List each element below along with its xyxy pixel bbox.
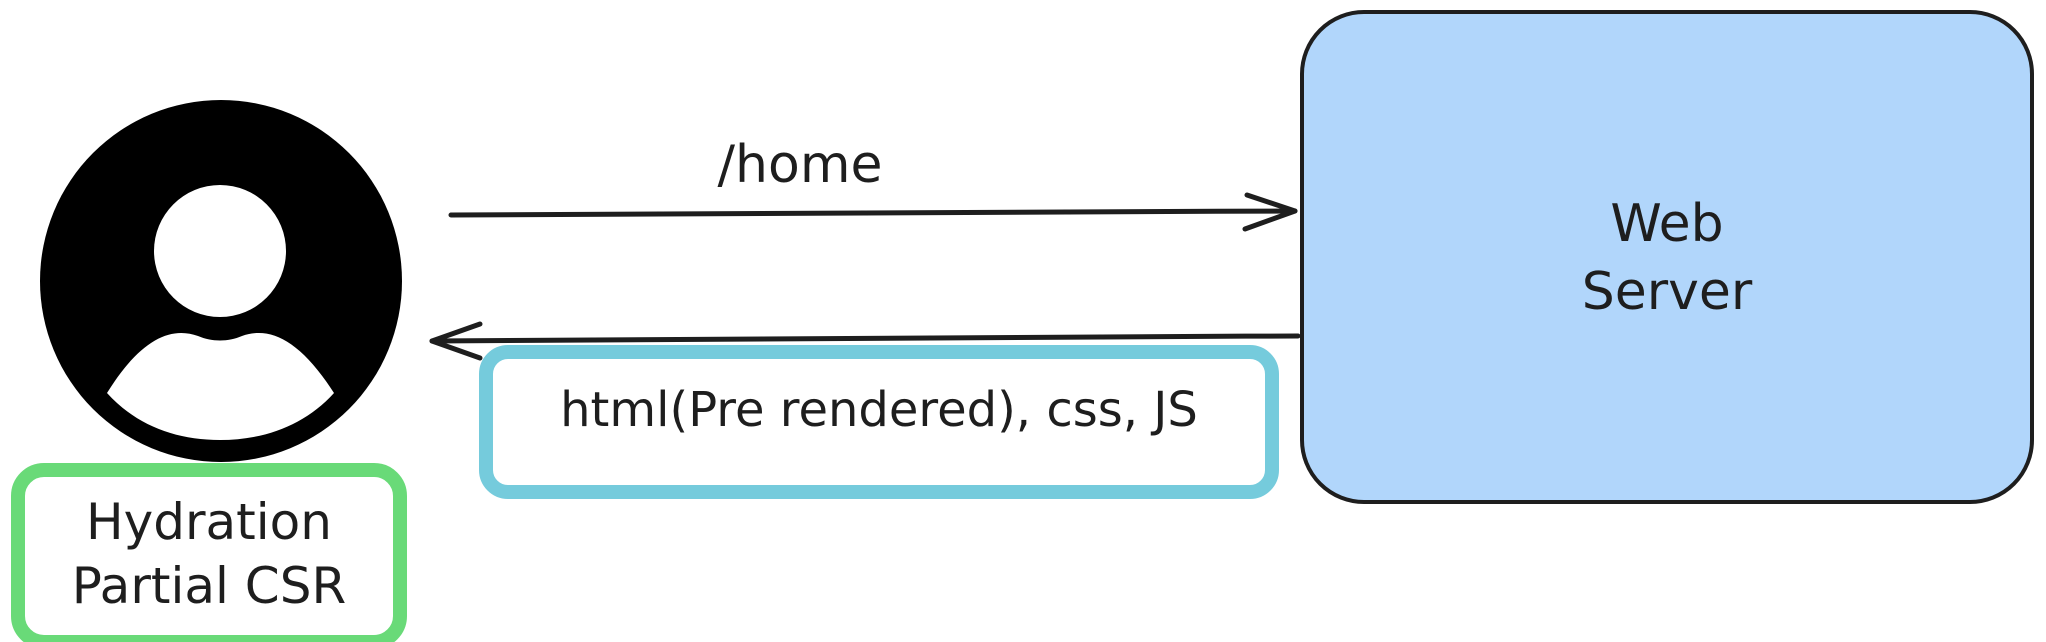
web-server-box	[1300, 10, 2034, 504]
client-note-line2: Partial CSR	[71, 557, 347, 615]
response-arrow	[429, 321, 1301, 361]
web-server-title-line1: Web	[1610, 194, 1724, 254]
client-note-box	[11, 463, 407, 642]
request-arrow-shaft	[448, 208, 1298, 218]
avatar-shoulders	[107, 332, 334, 440]
response-payload-box	[479, 345, 1279, 499]
web-server-title-line2: Server	[1581, 262, 1753, 322]
response-payload-label: html(Pre rendered), css, JS	[560, 382, 1198, 438]
user-avatar-icon	[40, 100, 402, 462]
client-note-label: Hydration Partial CSR	[26, 490, 392, 618]
response-arrow-head	[429, 321, 483, 361]
request-arrow	[448, 192, 1298, 232]
request-path-label: /home	[717, 135, 883, 195]
request-arrow-head	[1242, 192, 1298, 232]
client-note-line1: Hydration	[86, 493, 332, 551]
web-server-title: Web Server	[1302, 190, 2032, 326]
response-arrow-shaft	[429, 333, 1301, 344]
avatar-head	[154, 185, 286, 317]
